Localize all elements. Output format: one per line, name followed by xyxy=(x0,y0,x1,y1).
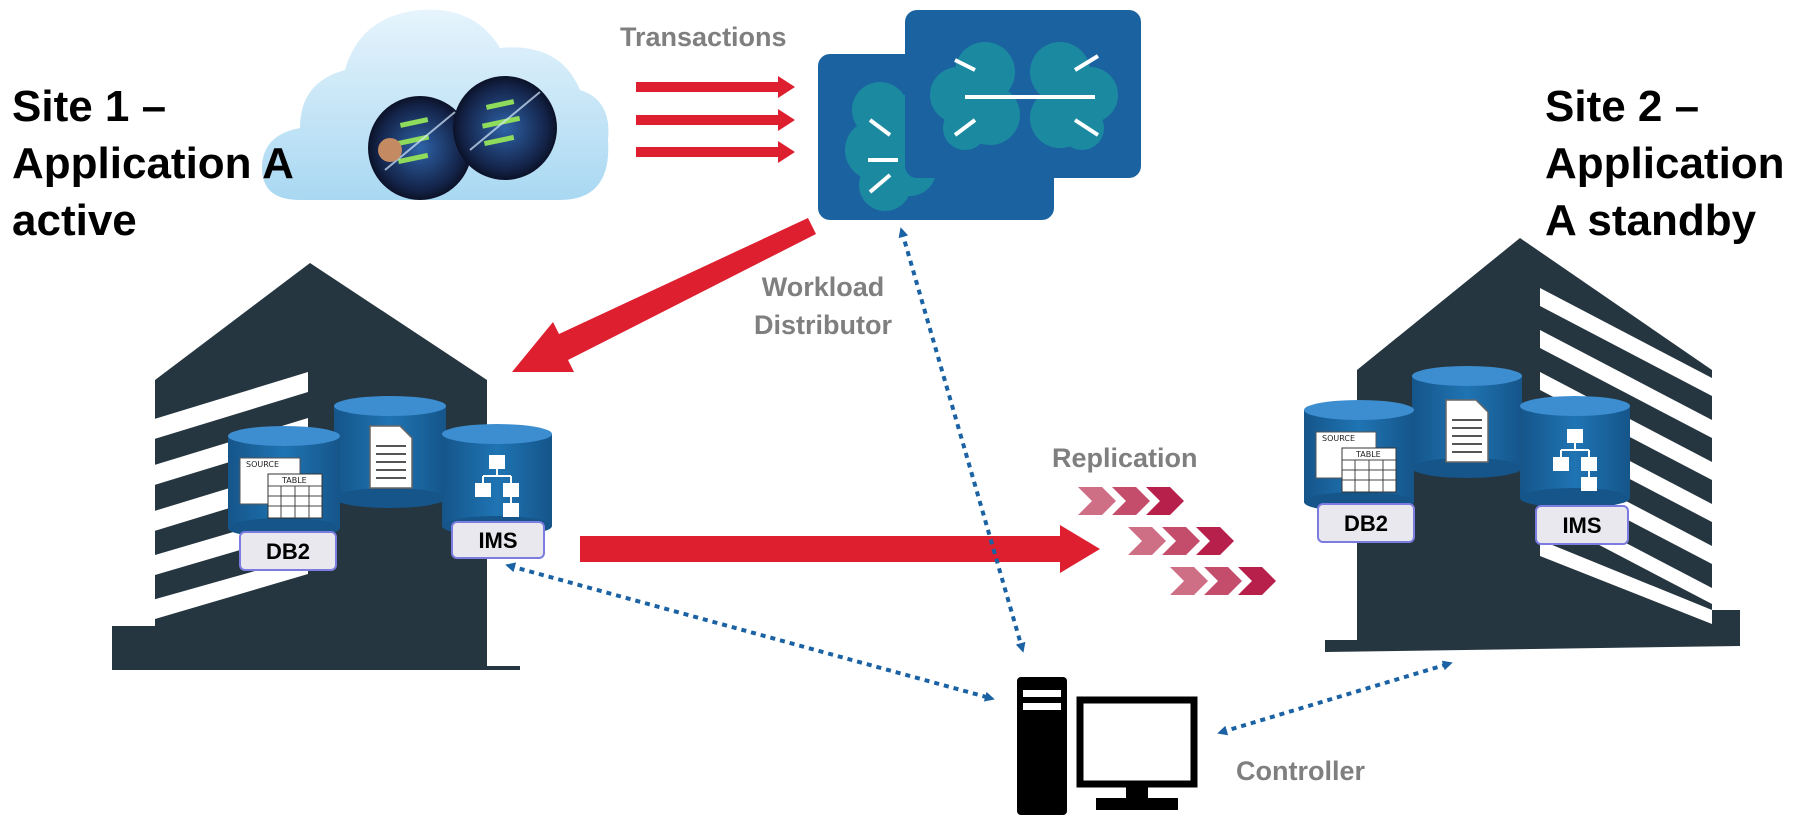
db2-source-label: SOURCE xyxy=(246,460,279,469)
site2-databases: SOURCE TABLE xyxy=(1304,366,1630,512)
document-database-icon xyxy=(334,396,446,508)
controller-label: Controller xyxy=(1236,756,1366,786)
ims-database-icon xyxy=(442,424,552,536)
workload-distributor-icon xyxy=(818,10,1141,220)
site2-ims-label: IMS xyxy=(1562,513,1601,538)
workload-distributor-label: Workload Distributor xyxy=(754,272,892,340)
replication-label: Replication xyxy=(1052,443,1198,473)
ims-database-icon xyxy=(1520,396,1630,508)
storage-disc-icon xyxy=(368,76,557,200)
transactions-label: Transactions xyxy=(620,22,787,52)
replication-chevrons xyxy=(1078,487,1276,595)
site2-title: Site 2 – Application A standby xyxy=(1545,82,1785,245)
site1-ims-label: IMS xyxy=(478,528,517,553)
site1-title: Site 1 – Application A active xyxy=(12,82,294,245)
db2-database-icon: SOURCE TABLE xyxy=(228,426,340,538)
db-label-boxes: DB2 IMS DB2 IMS xyxy=(239,503,1629,571)
tower-icon xyxy=(1017,677,1067,815)
site1-db2-label: DB2 xyxy=(266,539,310,564)
hierarchy-icon xyxy=(475,455,519,517)
controller-computer-icon xyxy=(1017,677,1198,815)
replication-arrow xyxy=(580,525,1100,573)
control-links xyxy=(505,227,1453,736)
db2-table-label: TABLE xyxy=(1355,450,1381,459)
transactions-cloud xyxy=(262,9,609,200)
link-distributor-controller xyxy=(898,227,1026,653)
monitor-icon xyxy=(1076,696,1198,788)
db2-source-label: SOURCE xyxy=(1322,434,1355,443)
site2-db2-label: DB2 xyxy=(1344,511,1388,536)
link-site2-controller xyxy=(1217,660,1453,736)
network-cloud-node xyxy=(930,42,1118,150)
hierarchy-icon xyxy=(1553,429,1597,491)
db2-table-label: TABLE xyxy=(281,476,307,485)
document-database-icon xyxy=(1412,366,1522,478)
db2-database-icon: SOURCE TABLE xyxy=(1304,400,1414,512)
distribution-arrow xyxy=(512,218,816,372)
transactions-arrows xyxy=(636,76,795,163)
link-site1-controller xyxy=(505,562,995,702)
